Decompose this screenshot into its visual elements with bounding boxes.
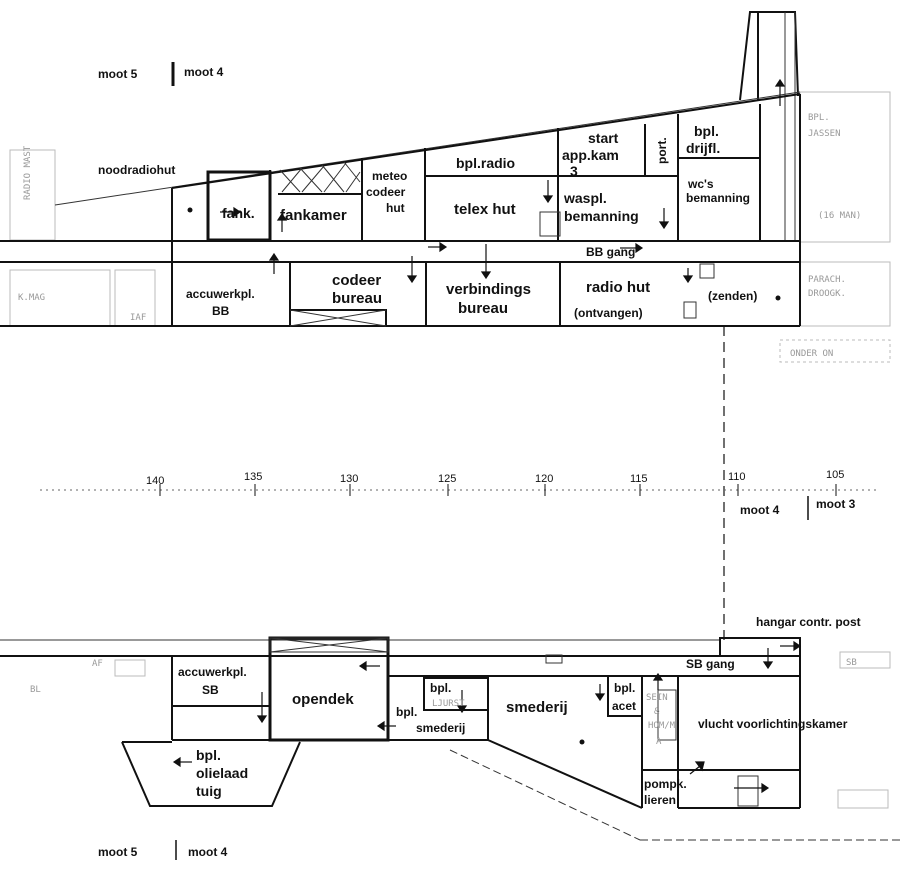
room-label-fank: fank. xyxy=(222,205,255,221)
room-label-pompk: pompk. xyxy=(644,777,687,791)
frame-tick-120: 120 xyxy=(535,473,553,485)
frame-tick-115: 115 xyxy=(630,473,648,485)
svg-text:K.MAG: K.MAG xyxy=(18,293,45,303)
corridor-label-sb-gang: SB gang xyxy=(686,657,735,671)
room-label-opendek: opendek xyxy=(292,691,354,708)
room-label-vlucht-voorlichtingskamer: vlucht voorlichtingskamer xyxy=(698,717,848,731)
corridor-label-bb-gang: BB gang xyxy=(586,245,635,259)
room-label-lieren: lieren xyxy=(644,793,676,807)
room-label-accuwerkpl-sb: accuwerkpl. xyxy=(178,665,247,679)
svg-text:LJURST: LJURST xyxy=(432,699,465,709)
lower-deck-outline xyxy=(0,636,900,841)
room-label-waspl: waspl. xyxy=(563,190,607,206)
room-label-waspl-bemanning: bemanning xyxy=(564,208,639,224)
room-label-codeer: codeer xyxy=(366,185,406,199)
svg-text:BL: BL xyxy=(30,685,41,695)
svg-text:PARACH.: PARACH. xyxy=(808,275,846,285)
room-label-bpl-small: bpl. xyxy=(430,681,451,695)
room-label-bpl-acet-2: acet xyxy=(612,699,636,713)
frame-tick-135: 135 xyxy=(244,471,262,483)
room-label-bpl-drijfl-1: bpl. xyxy=(694,123,719,139)
room-label-radio-hut: radio hut xyxy=(586,279,650,296)
room-label-codeer-bureau-1: codeer xyxy=(332,272,381,289)
section-label-moot5-bottom: moot 5 xyxy=(98,845,138,859)
room-label-bpl-smederij-1: bpl. xyxy=(396,705,417,719)
room-label-accuwerkpl-sb-2: SB xyxy=(202,683,219,697)
room-label-bpl-olielaad: bpl. xyxy=(196,747,221,763)
sein-homa-note: SEIN & HOM/M A LJURST xyxy=(432,693,676,747)
frame-tick-110: 110 xyxy=(728,471,746,483)
room-label-telex-hut: telex hut xyxy=(454,201,516,218)
svg-text:JASSEN: JASSEN xyxy=(808,129,841,139)
room-label-wcs: wc's xyxy=(687,177,714,191)
room-label-accuwerkpl-bb-2: BB xyxy=(212,304,230,318)
room-label-verbindings: verbindings xyxy=(446,281,531,298)
room-label-zenden: (zenden) xyxy=(708,289,757,303)
room-label-accuwerkpl-bb: accuwerkpl. xyxy=(186,287,255,301)
svg-text:HOM/M: HOM/M xyxy=(648,721,676,731)
room-label-tuig: tuig xyxy=(196,783,222,799)
upper-superstructure-outline xyxy=(0,91,801,327)
room-label-olielaad: olielaad xyxy=(196,765,248,781)
room-label-hangar-contr-post: hangar contr. post xyxy=(756,615,861,629)
room-label-ontvangen: (ontvangen) xyxy=(574,306,643,320)
upper-door-arrows xyxy=(220,78,786,284)
room-label-smederij: smederij xyxy=(506,699,568,716)
svg-text:A: A xyxy=(656,737,662,747)
lower-ghost-context: BL AF SB xyxy=(30,651,891,809)
room-label-meteo: meteo xyxy=(372,169,407,183)
room-label-bpl-radio: bpl.radio xyxy=(456,155,515,171)
svg-text:SB: SB xyxy=(846,658,857,668)
svg-text:IAF: IAF xyxy=(130,313,146,323)
section-label-moot4-top: moot 4 xyxy=(184,65,224,79)
section-label-moot4-mid: moot 4 xyxy=(740,503,780,517)
svg-text:(16 MAN): (16 MAN) xyxy=(818,211,861,221)
svg-text:SEIN: SEIN xyxy=(646,693,668,703)
upper-ghost-context: K.MAG IAF RADIO MAST BPL. JASSEN (16 MAN… xyxy=(9,91,891,363)
frame-tick-125: 125 xyxy=(438,473,456,485)
svg-text:DROOGK.: DROOGK. xyxy=(808,289,846,299)
room-label-noodradiohut: noodradiohut xyxy=(98,163,175,177)
upper-room-partitions xyxy=(187,104,781,327)
svg-text:BPL.: BPL. xyxy=(808,113,830,123)
svg-text:&: & xyxy=(654,707,660,717)
room-label-hut: hut xyxy=(386,201,405,215)
svg-text:ONDER ON: ONDER ON xyxy=(790,349,833,359)
room-label-app-kam-number: 3 xyxy=(570,163,578,179)
room-label-fankamer: fankamer xyxy=(280,207,347,224)
room-label-bpl-acet-1: bpl. xyxy=(614,681,635,695)
room-label-bpl-smederij-2: smederij xyxy=(416,721,465,735)
room-label-verbindings-bureau: bureau xyxy=(458,300,508,317)
funnel-structure xyxy=(739,11,799,240)
section-label-moot3-mid: moot 3 xyxy=(816,497,856,511)
frame-scale xyxy=(40,484,880,496)
room-label-codeer-bureau-2: bureau xyxy=(332,290,382,307)
frame-tick-130: 130 xyxy=(340,473,358,485)
lower-door-arrows xyxy=(172,640,802,794)
room-label-bpl-drijfl-2: drijfl. xyxy=(686,140,720,156)
section-label-moot4-bottom: moot 4 xyxy=(188,845,228,859)
room-label-start: start xyxy=(588,130,619,146)
room-label-wcs-bemanning: bemanning xyxy=(686,191,750,205)
svg-text:AF: AF xyxy=(92,659,103,669)
frame-tick-140: 140 xyxy=(146,475,164,487)
room-label-port: port. xyxy=(655,137,669,164)
room-label-app-kam: app.kam xyxy=(562,147,619,163)
svg-text:RADIO MAST: RADIO MAST xyxy=(23,145,33,200)
section-label-moot5-top: moot 5 xyxy=(98,67,138,81)
frame-tick-105: 105 xyxy=(826,469,844,481)
